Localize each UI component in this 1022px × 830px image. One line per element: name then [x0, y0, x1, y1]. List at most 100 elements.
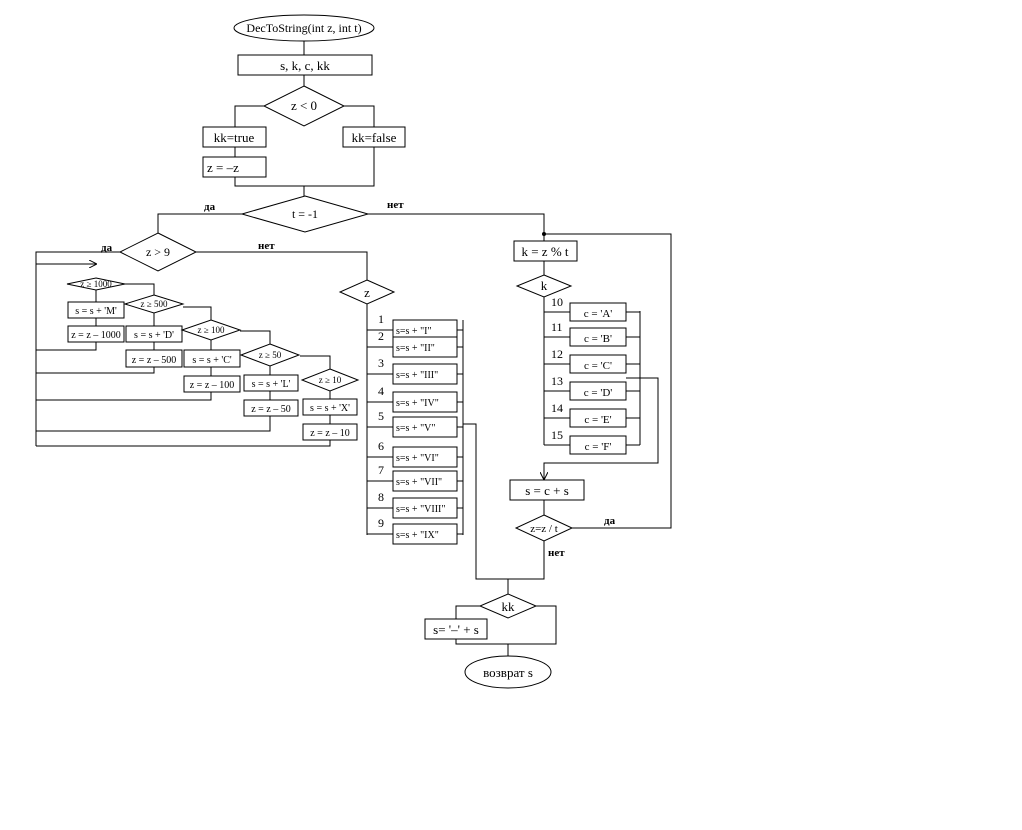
decision-z-gt-9 — [118, 232, 198, 272]
label-no-div: нет — [548, 547, 565, 559]
mod-box — [513, 240, 578, 262]
roman-sub-box — [125, 349, 183, 368]
case-number: 4 — [378, 384, 384, 398]
concat-box — [509, 479, 585, 501]
case-op-text: s=s + "IX" — [396, 530, 439, 541]
hex-case-text: c = 'C' — [584, 360, 612, 372]
minus-box — [424, 618, 488, 640]
case-op-text: s=s + "V" — [396, 423, 435, 434]
roman-add-text: s = s + 'D' — [134, 330, 174, 341]
roman-add-text: s = s + 'C' — [192, 355, 232, 366]
roman-cond-diamond — [239, 343, 301, 367]
label-yes-gt9: да — [101, 242, 113, 254]
connector-lines — [35, 40, 672, 656]
declare-vars-text: s, k, c, kk — [280, 58, 330, 73]
hex-cases: 10 c = 'A' 11 c = 'B' 12 c = 'C' 13 c = 'D' 14 c … — [544, 295, 640, 455]
roman-cond-diamond — [300, 368, 360, 392]
label-no-gt9: нет — [258, 240, 275, 252]
start-terminal — [233, 14, 375, 42]
hex-case-text: c = 'E' — [584, 414, 611, 426]
mod-text: k = z % t — [521, 244, 568, 259]
hex-case-box — [569, 302, 627, 322]
case-op-text: s=s + "II" — [396, 343, 435, 354]
end-text: возврат s — [483, 665, 533, 680]
case-number: 7 — [378, 463, 384, 477]
roman-add-box — [67, 301, 125, 319]
decision-z-gt-9-text: z > 9 — [146, 245, 170, 259]
roman-cond-text: z ≥ 50 — [259, 350, 282, 360]
roman-sub-text: z = z – 1000 — [71, 330, 121, 341]
case-op-box — [392, 363, 458, 385]
roman-cond-text: z ≥ 500 — [141, 299, 168, 309]
roman-sub-text: z = z – 100 — [190, 380, 235, 391]
decision-t-minus-one — [240, 195, 370, 233]
hex-case-box — [569, 381, 627, 401]
case-op-box — [392, 391, 458, 413]
case-op-text: s=s + "I" — [396, 326, 432, 337]
hex-case-text: c = 'F' — [585, 441, 612, 453]
case-op-box — [392, 336, 458, 358]
case-op-text: s=s + "VI" — [396, 453, 439, 464]
case-op-text: s=s + "IV" — [396, 398, 439, 409]
hex-case-number: 12 — [551, 347, 563, 361]
minus-text: s= '–' + s — [433, 622, 479, 637]
hex-case-box — [569, 327, 627, 347]
negate-box — [202, 156, 267, 178]
decision-kk — [478, 593, 538, 619]
roman-sub-box — [243, 399, 299, 417]
case-number: 6 — [378, 439, 384, 453]
case-op-box — [392, 470, 458, 492]
declare-vars-box — [237, 54, 373, 76]
case-number: 1 — [378, 312, 384, 326]
case-number: 3 — [378, 356, 384, 370]
concat-text: s = c + s — [525, 483, 569, 498]
hex-case-number: 14 — [551, 401, 563, 415]
hex-case-number: 11 — [551, 320, 563, 334]
start-text: DecToString(int z, int t) — [246, 21, 361, 35]
hex-case-text: c = 'A' — [584, 308, 613, 320]
kk-false-text: kk=false — [352, 130, 397, 145]
label-yes-t: да — [204, 201, 216, 213]
decision-div-text: z=z / t — [530, 523, 558, 535]
case-op-text: s=s + "VIII" — [396, 504, 445, 515]
case-op-box — [392, 497, 458, 519]
case-op-box — [392, 446, 458, 468]
case-number: 9 — [378, 516, 384, 530]
hex-case-box — [569, 408, 627, 428]
kk-false-box — [342, 126, 406, 148]
hex-case-number: 13 — [551, 374, 563, 388]
decision-kk-text: kk — [502, 599, 516, 614]
roman-sub-text: z = z – 50 — [251, 404, 291, 415]
roman-add-box — [125, 325, 183, 343]
hex-case-text: c = 'D' — [584, 387, 613, 399]
decision-z-negative — [262, 85, 346, 127]
roman-sub-box — [67, 325, 125, 343]
case-number: 8 — [378, 490, 384, 504]
hex-case-number: 10 — [551, 295, 563, 309]
hex-case-number: 15 — [551, 428, 563, 442]
switch-k-diamond — [515, 274, 573, 298]
case-op-text: s=s + "III" — [396, 370, 438, 381]
roman-cond-diamond — [66, 277, 126, 291]
roman-cond-diamond — [180, 319, 242, 341]
roman-add-text: s = s + 'L' — [252, 379, 291, 390]
end-terminal — [464, 655, 552, 689]
case-op-box — [392, 523, 458, 545]
label-no-t: нет — [387, 199, 404, 211]
case-number: 5 — [378, 409, 384, 423]
decision-t-text: t = -1 — [292, 207, 318, 221]
kk-true-text: kk=true — [214, 130, 255, 145]
roman-add-text: s = s + 'X' — [310, 403, 350, 414]
roman-cond-text: z ≥ 1000 — [80, 279, 112, 289]
hex-case-text: c = 'B' — [584, 333, 612, 345]
switch-z-text: z — [364, 285, 370, 300]
roman-sub-text: z = z – 10 — [310, 428, 350, 439]
kk-true-box — [202, 126, 267, 148]
roman-cond-text: z ≥ 100 — [198, 325, 225, 335]
hex-case-box — [569, 435, 627, 455]
hex-case-box — [569, 354, 627, 374]
roman-add-text: s = s + 'M' — [75, 306, 117, 317]
case-number: 2 — [378, 329, 384, 343]
roman-sub-box — [302, 423, 358, 441]
